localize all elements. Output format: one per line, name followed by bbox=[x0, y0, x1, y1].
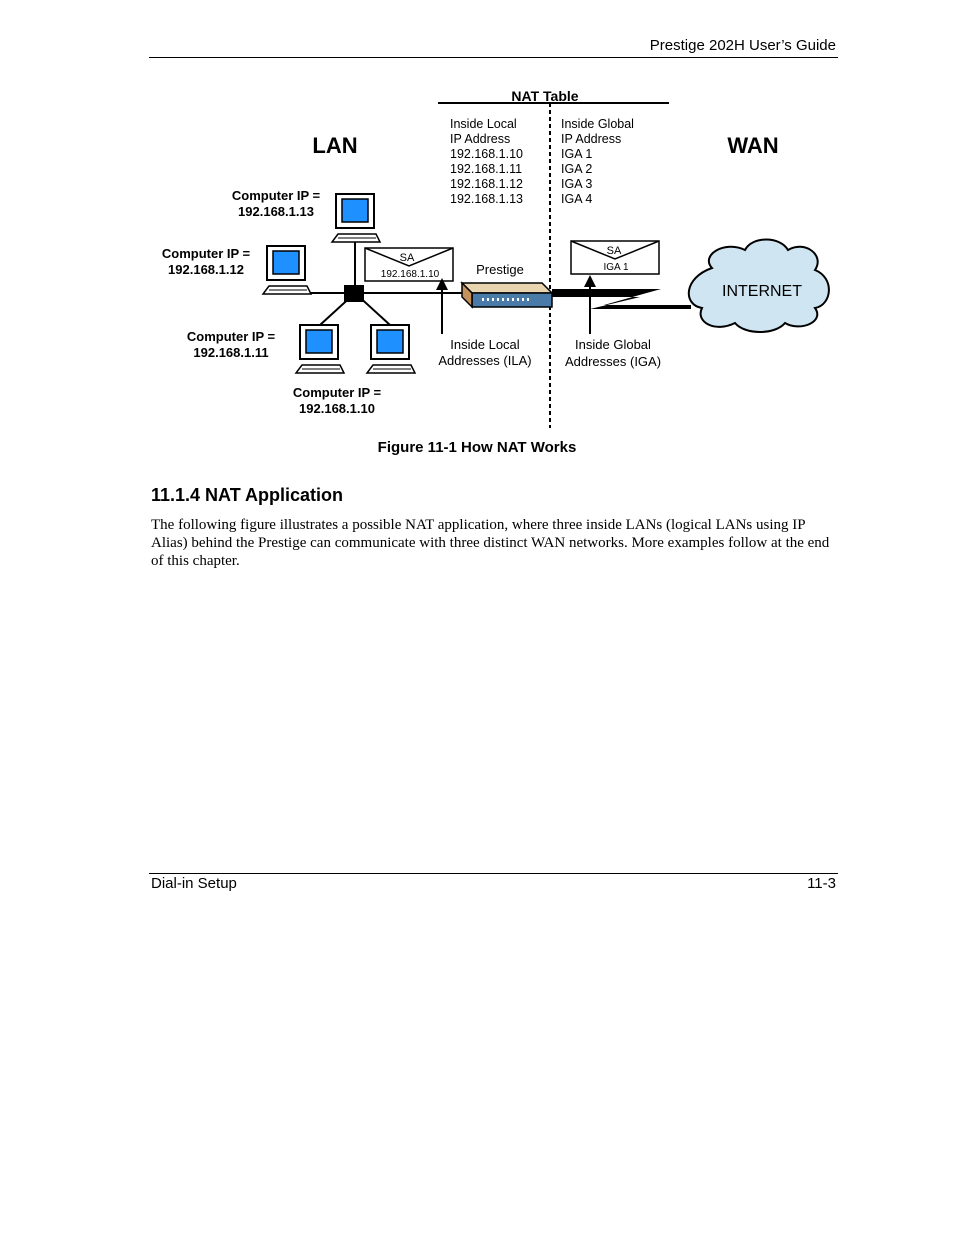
svg-text:Addresses (ILA): Addresses (ILA) bbox=[438, 353, 531, 368]
svg-text:Computer IP =: Computer IP = bbox=[187, 329, 276, 344]
footer-section-name: Dial-in Setup bbox=[151, 875, 237, 892]
router-icon bbox=[460, 281, 554, 309]
footer-page-number: 11-3 bbox=[807, 875, 836, 892]
svg-text:192.168.1.10: 192.168.1.10 bbox=[450, 147, 523, 161]
computer-icon bbox=[330, 193, 382, 243]
svg-text:192.168.1.11: 192.168.1.11 bbox=[450, 162, 522, 176]
svg-text:Inside Global: Inside Global bbox=[561, 117, 634, 131]
svg-text:IGA 2: IGA 2 bbox=[561, 162, 592, 176]
svg-text:IP Address: IP Address bbox=[450, 132, 510, 146]
nat-table-title: NAT Table bbox=[511, 88, 578, 104]
svg-text:Inside Local: Inside Local bbox=[450, 337, 519, 352]
computer-label-10: Computer IP = 192.168.1.10 bbox=[293, 385, 382, 416]
svg-text:192.168.1.10: 192.168.1.10 bbox=[381, 269, 440, 280]
wan-label: WAN bbox=[727, 133, 778, 158]
svg-text:192.168.1.12: 192.168.1.12 bbox=[450, 177, 523, 191]
header-rule bbox=[149, 57, 838, 58]
svg-text:IP Address: IP Address bbox=[561, 132, 621, 146]
lan-packet-envelope: SA 192.168.1.10 bbox=[364, 247, 454, 282]
svg-text:IGA 1: IGA 1 bbox=[603, 262, 628, 273]
computer-label-11: Computer IP = 192.168.1.11 bbox=[187, 329, 276, 360]
computer-icon bbox=[261, 245, 313, 295]
svg-text:Computer IP =: Computer IP = bbox=[232, 188, 321, 203]
svg-text:SA: SA bbox=[607, 245, 622, 257]
computer-label-13: Computer IP = 192.168.1.13 bbox=[232, 188, 321, 219]
figure-caption: Figure 11-1 How NAT Works bbox=[377, 439, 577, 456]
ila-label: Inside Local Addresses (ILA) bbox=[438, 337, 531, 368]
svg-text:192.168.1.13: 192.168.1.13 bbox=[450, 192, 523, 206]
iga-arrow bbox=[584, 275, 596, 334]
section-heading: 11.1.4 NAT Application bbox=[151, 485, 344, 505]
wan-packet-envelope: SA IGA 1 bbox=[570, 240, 660, 275]
iga-label: Inside Global Addresses (IGA) bbox=[565, 337, 661, 369]
svg-text:SA: SA bbox=[400, 252, 415, 264]
header-title: Prestige 202H User’s Guide bbox=[649, 37, 836, 54]
svg-text:IGA 3: IGA 3 bbox=[561, 177, 592, 191]
computer-icon bbox=[294, 324, 346, 374]
svg-text:192.168.1.11: 192.168.1.11 bbox=[193, 345, 268, 360]
svg-text:IGA 4: IGA 4 bbox=[561, 192, 592, 206]
ila-arrow bbox=[436, 278, 448, 334]
svg-text:Addresses (IGA): Addresses (IGA) bbox=[565, 354, 661, 369]
svg-text:Computer IP =: Computer IP = bbox=[293, 385, 382, 400]
inside-local-column: Inside Local IP Address 192.168.1.10 192… bbox=[450, 117, 523, 206]
computer-icon bbox=[365, 324, 417, 374]
svg-text:192.168.1.10: 192.168.1.10 bbox=[299, 401, 375, 416]
inside-global-column: Inside Global IP Address IGA 1 IGA 2 IGA… bbox=[561, 117, 634, 206]
svg-text:Inside Global: Inside Global bbox=[575, 337, 651, 352]
wan-link-icon bbox=[552, 289, 691, 309]
svg-text:192.168.1.12: 192.168.1.12 bbox=[168, 262, 244, 277]
body-paragraph: The following figure illustrates a possi… bbox=[151, 517, 830, 569]
router-label: Prestige bbox=[476, 262, 524, 277]
svg-text:IGA 1: IGA 1 bbox=[561, 147, 592, 161]
svg-text:Inside Local: Inside Local bbox=[450, 117, 517, 131]
svg-text:Computer IP =: Computer IP = bbox=[162, 246, 251, 261]
lan-hub bbox=[344, 285, 364, 302]
internet-label: INTERNET bbox=[722, 283, 802, 300]
computer-label-12: Computer IP = 192.168.1.12 bbox=[162, 246, 251, 277]
lan-label: LAN bbox=[312, 133, 357, 158]
nat-diagram: NAT Table Inside Local IP Address 192.16… bbox=[162, 88, 830, 428]
svg-text:192.168.1.13: 192.168.1.13 bbox=[238, 204, 314, 219]
footer-rule bbox=[149, 873, 838, 874]
internet-cloud-icon: INTERNET bbox=[687, 238, 830, 333]
